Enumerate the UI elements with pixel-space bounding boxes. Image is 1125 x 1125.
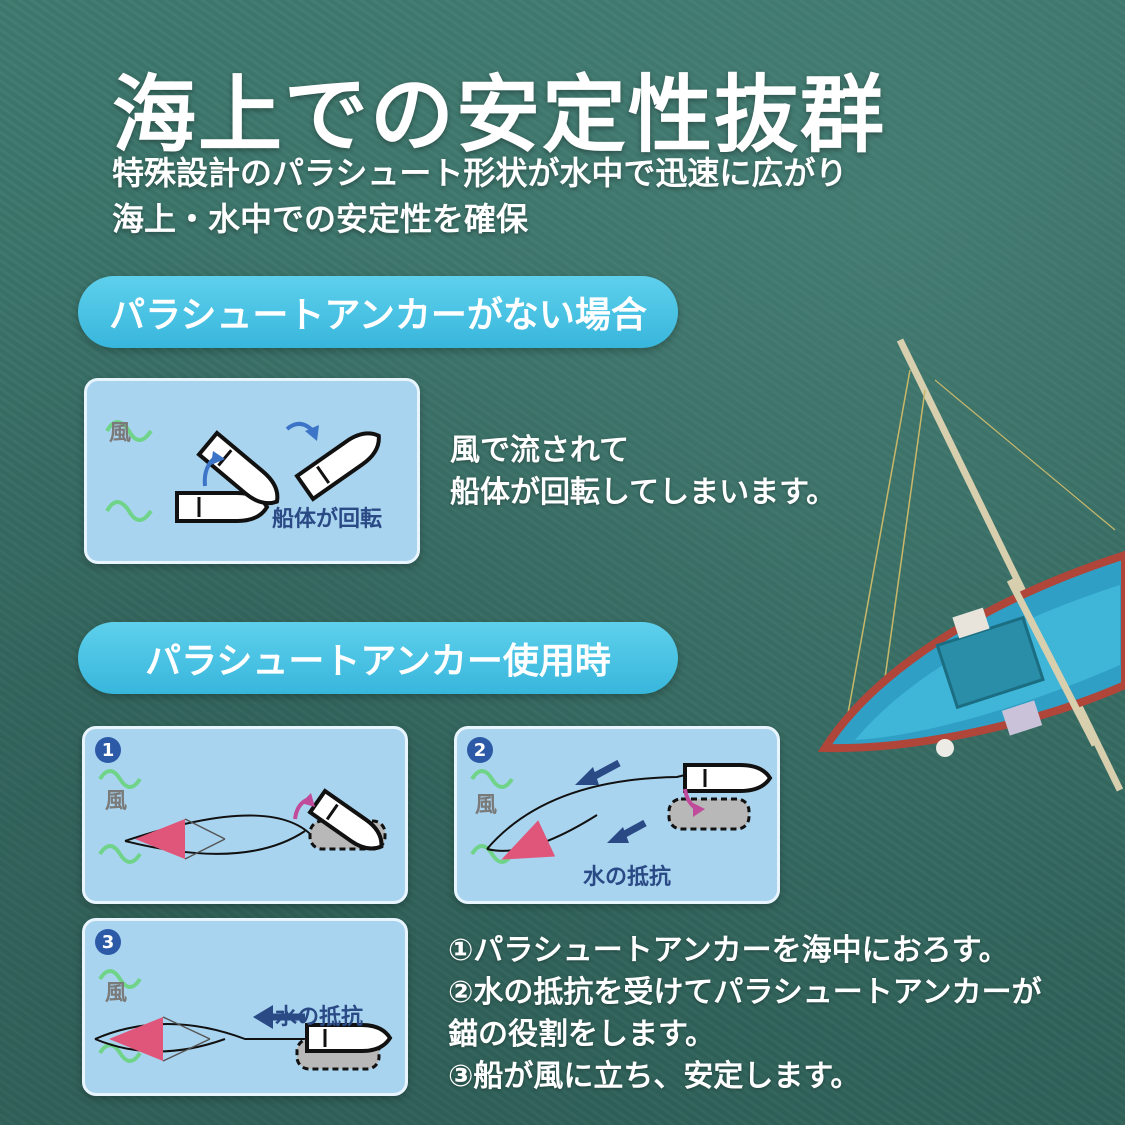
description-line-2: 船体が回転してしまいます。 — [450, 475, 837, 510]
panel-without-anchor: 風 船体が回転 — [84, 378, 420, 564]
subtitle: 特殊設計のパラシュート形状が水中で迅速に広がり 海上・水中での安定性を確保 — [112, 150, 847, 242]
resistance-label: 水の抵抗 — [583, 865, 672, 890]
step-number-badge: 2 — [467, 737, 493, 763]
step-line-3: 錨の役割をします。 — [448, 1017, 715, 1052]
boat-icon — [307, 788, 384, 851]
previous-boat-position — [667, 797, 751, 831]
fishing-boat-image — [817, 338, 1125, 792]
step-line-4: ③船が風に立ち、安定します。 — [448, 1059, 861, 1094]
section-heading-with-anchor: パラシュートアンカー使用時 — [78, 622, 678, 694]
wind-label: 風 — [105, 981, 128, 1006]
parachute-anchor-icon — [135, 819, 185, 859]
parachute-anchor-icon — [501, 820, 556, 860]
boat-icon — [305, 1023, 393, 1053]
step-number-badge: 1 — [95, 737, 121, 763]
wind-wave-icon — [98, 969, 142, 989]
parachute-anchor-icon — [109, 1017, 163, 1061]
rotate-label: 船体が回転 — [272, 507, 383, 532]
wind-wave-icon — [105, 500, 153, 522]
wind-wave-icon — [98, 769, 142, 789]
boat-icon — [683, 763, 773, 793]
anchor-step-1-diagram — [98, 769, 387, 864]
wind-label: 風 — [109, 421, 132, 446]
boat-icon — [294, 431, 381, 502]
wind-wave-icon — [470, 844, 514, 864]
step-line-1: ①パラシュートアンカーを海中におろす。 — [448, 933, 1009, 968]
boat-icon — [196, 430, 280, 506]
resistance-arrow-icon — [607, 819, 647, 843]
step-panel-3: 3 風 水の抵抗 — [82, 918, 408, 1096]
wind-label: 風 — [105, 789, 128, 814]
wind-wave-icon — [98, 1043, 142, 1063]
section-heading-without-anchor: パラシュートアンカーがない場合 — [78, 276, 678, 348]
wind-label: 風 — [475, 793, 498, 818]
anchor-step-3-diagram — [94, 969, 393, 1071]
description-line-1: 風で流されて — [450, 433, 630, 468]
subtitle-line-1: 特殊設計のパラシュート形状が水中で迅速に広がり — [112, 154, 848, 192]
anchor-line — [94, 1023, 320, 1040]
section1-description: 風で流されて 船体が回転してしまいます。 — [450, 430, 836, 514]
step-panel-2: 2 風 水の抵抗 — [454, 726, 780, 904]
wind-wave-icon — [98, 844, 142, 864]
step-panel-1: 1 風 — [82, 726, 408, 904]
resistance-label: 水の抵抗 — [275, 1005, 364, 1030]
resistance-arrow-icon — [575, 759, 621, 785]
rotation-diagram — [105, 420, 381, 523]
page-title: 海上での安定性抜群 — [112, 66, 887, 164]
steps-description: ①パラシュートアンカーを海中におろす。 ②水の抵抗を受けてパラシュートアンカーが… — [448, 930, 1042, 1098]
resistance-arrow-icon — [253, 1005, 305, 1029]
wind-wave-icon — [105, 420, 153, 442]
anchor-step-2-diagram — [470, 759, 773, 864]
step-line-2: ②水の抵抗を受けてパラシュートアンカーが — [448, 975, 1042, 1010]
subtitle-line-2: 海上・水中での安定性を確保 — [112, 200, 529, 238]
step-number-badge: 3 — [95, 929, 121, 955]
wind-wave-icon — [470, 769, 514, 789]
